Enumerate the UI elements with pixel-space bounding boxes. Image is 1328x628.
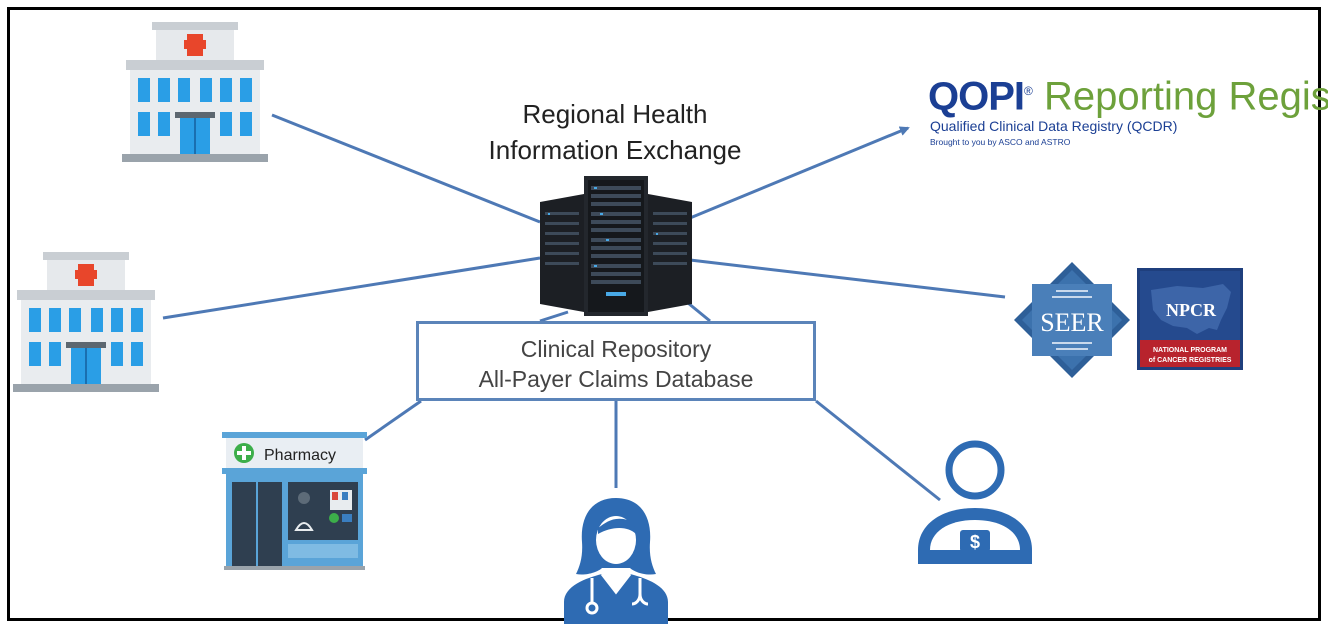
connector-server-box-right <box>687 301 711 323</box>
qopi-brand-light: Reporting Registry <box>1043 74 1328 119</box>
connector-hospital-1 <box>271 113 541 224</box>
hub-title-line1: Regional Health <box>522 99 708 129</box>
hub-title: Regional Health Information Exchange <box>430 96 800 168</box>
seer-label: SEER <box>1040 308 1104 337</box>
connector-cancer-registries <box>689 258 1006 299</box>
qopi-logo: QOPI® Reporting Registry <box>928 68 1328 119</box>
qopi-tagline: Brought to you by ASCO and ASTRO <box>930 137 1071 147</box>
qopi-trademark: ® <box>1024 84 1033 98</box>
repository-box: Clinical Repository All-Payer Claims Dat… <box>416 321 816 401</box>
hub-title-line2: Information Exchange <box>488 135 742 165</box>
repository-line1: Clinical Repository <box>520 336 712 362</box>
connector-pharmacy <box>364 399 422 442</box>
connector-payer <box>815 399 941 502</box>
connector-qopi <box>689 126 910 220</box>
payer-icon: $ <box>918 440 1032 564</box>
hospital-icon <box>13 252 159 392</box>
qopi-subtitle: Qualified Clinical Data Registry (QCDR) <box>930 118 1178 134</box>
qopi-brand-bold: QOPI <box>928 74 1025 119</box>
npcr-line1: NATIONAL PROGRAM <box>1153 347 1227 354</box>
pharmacy-label: Pharmacy <box>264 447 336 464</box>
connector-server-box-left <box>539 310 569 323</box>
dollar-icon: $ <box>970 532 980 552</box>
doctor-icon <box>564 498 668 624</box>
npcr-line2: of CANCER REGISTRIES <box>1149 357 1232 364</box>
pharmacy-icon: Pharmacy <box>222 432 367 570</box>
npcr-label: NPCR <box>1166 300 1217 320</box>
server-icon <box>540 176 692 316</box>
npcr-logo: NPCR NATIONAL PROGRAM of CANCER REGISTRI… <box>1137 268 1243 370</box>
us-map-icon <box>1151 284 1231 334</box>
hospital-icon <box>122 22 268 162</box>
repository-line2: All-Payer Claims Database <box>478 366 754 392</box>
connector-hospital-2 <box>162 256 541 320</box>
seer-logo: SEER <box>1014 262 1130 378</box>
